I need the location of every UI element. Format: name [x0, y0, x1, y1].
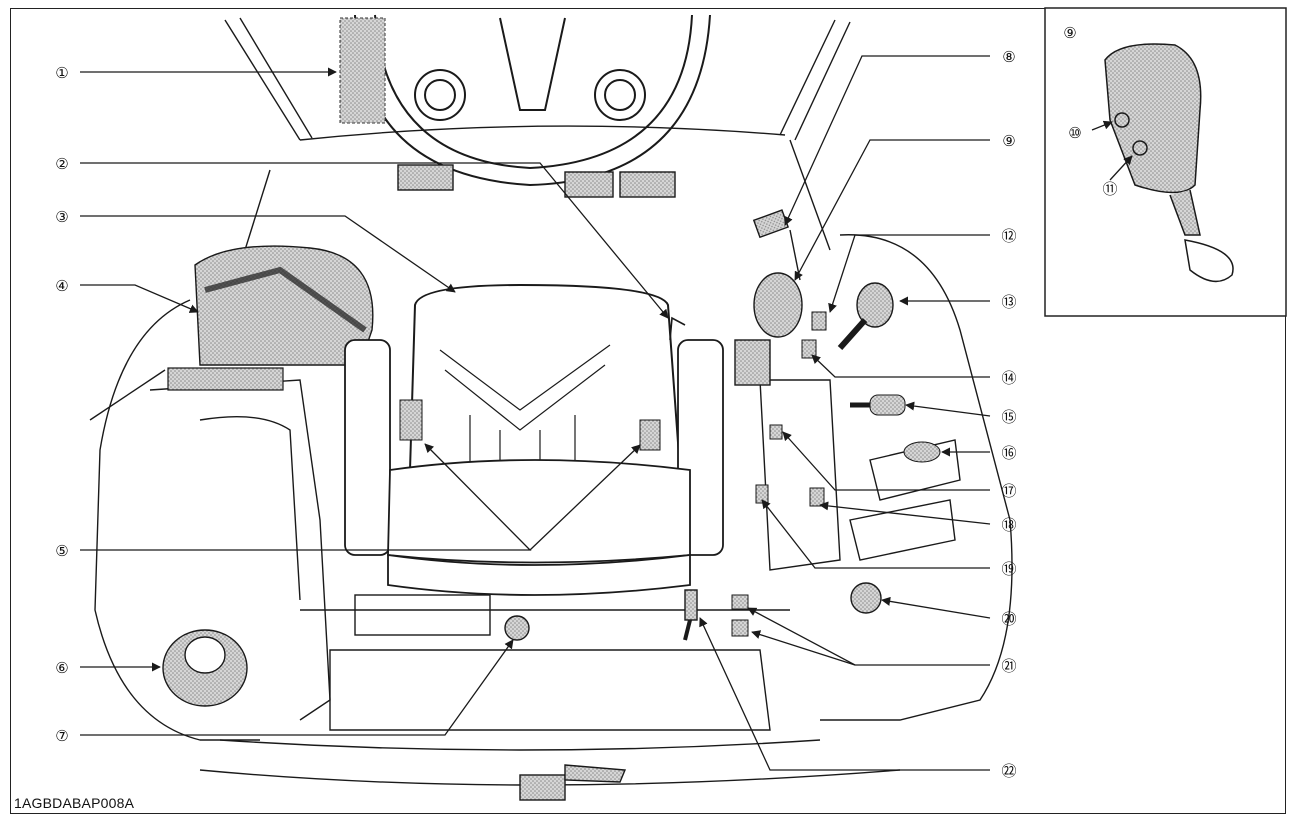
item-6-cup-holder: [162, 629, 248, 707]
callout-10: ⑩: [1068, 124, 1081, 142]
item-15-lever: [869, 394, 906, 416]
item-9-shift-lever: [734, 272, 803, 386]
item-17-lever: [769, 424, 783, 440]
inset-label: ⑨: [1063, 24, 1076, 42]
callout-8: ⑧: [1002, 48, 1015, 66]
callout-13: ⑬: [1001, 293, 1016, 311]
callout-18: ⑱: [1001, 516, 1016, 534]
callout-17: ⑰: [1001, 482, 1016, 500]
leader-lines: [80, 55, 1133, 771]
callout-22: ㉒: [1001, 762, 1016, 780]
item-7-knob: [504, 615, 530, 641]
item-4-tool-box: [194, 245, 374, 366]
callout-1: ①: [55, 64, 68, 82]
item-8-pedal: [752, 209, 801, 281]
callout-14: ⑭: [1001, 369, 1016, 387]
callout-21: ㉑: [1001, 657, 1016, 675]
callout-7: ⑦: [55, 727, 68, 745]
floor-hook: [519, 764, 627, 801]
item-21-socket-upper: [731, 594, 749, 610]
callout-labels: ① ② ③ ④ ⑤ ⑥ ⑦ ⑧ ⑨ ⑫ ⑬ ⑭ ⑮ ⑯ ⑰ ⑱ ⑲ ⑳ ㉑ ㉒ …: [55, 24, 1117, 780]
callout-12: ⑫: [1001, 227, 1016, 245]
item-22-lever: [683, 589, 698, 641]
figure-id: 1AGBDABAP008A: [14, 795, 135, 811]
callout-15: ⑮: [1001, 408, 1016, 426]
floor-pedals: [397, 164, 676, 198]
callout-4: ④: [55, 277, 68, 295]
inset-gear-lever-knob: [1104, 43, 1234, 283]
callout-5: ⑤: [55, 542, 68, 560]
item-1-panel: [339, 17, 386, 124]
item-14-switch: [801, 339, 817, 359]
item-3-operator-seat: [344, 283, 724, 636]
callout-2: ②: [55, 155, 68, 173]
callout-11: ⑪: [1102, 180, 1117, 198]
callout-6: ⑥: [55, 659, 68, 677]
callout-3: ③: [55, 208, 68, 226]
item-12-switch: [811, 311, 827, 331]
figure-frame: [10, 8, 1286, 814]
callout-20: ⑳: [1001, 610, 1016, 628]
callout-16: ⑯: [1001, 444, 1016, 462]
item-20-knob: [850, 582, 882, 614]
item-16-lever: [903, 441, 941, 463]
callout-9: ⑨: [1002, 132, 1015, 150]
item-18-lever: [809, 487, 825, 507]
item-21-socket-lower: [731, 619, 749, 637]
callout-19: ⑲: [1001, 560, 1016, 578]
steering-wheel: [354, 14, 711, 187]
item-13-lever: [837, 282, 894, 350]
